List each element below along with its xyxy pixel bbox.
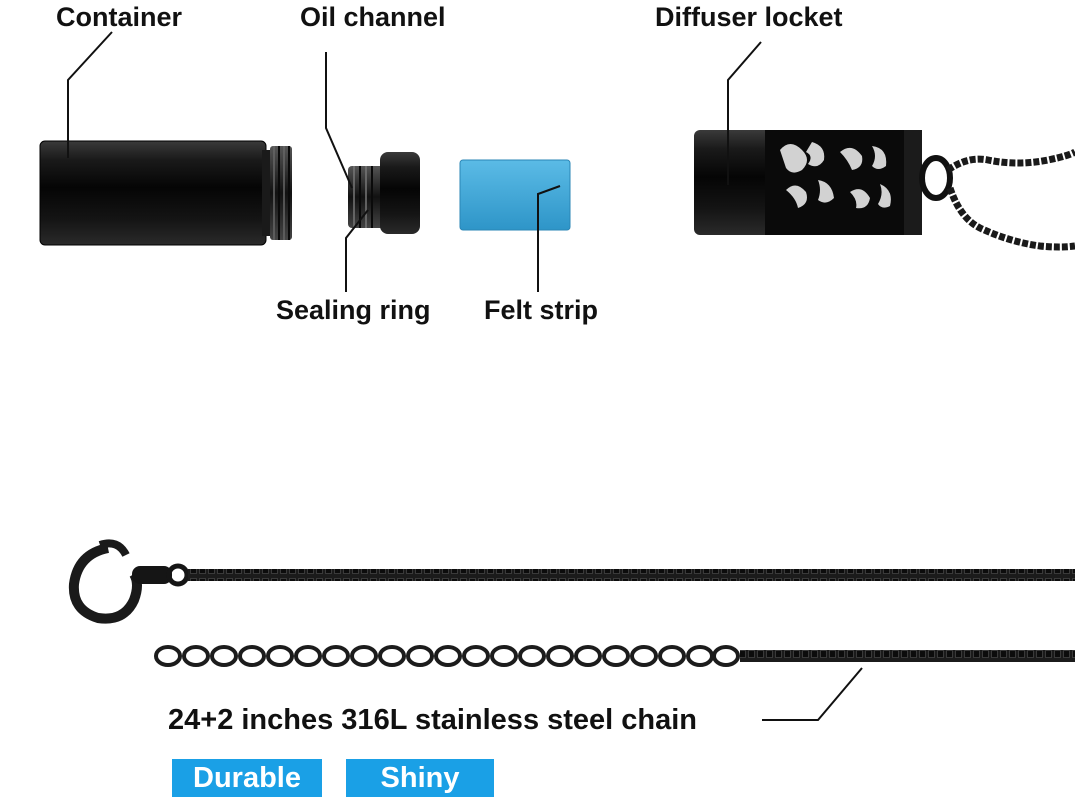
callout-lines: [67, 31, 762, 292]
label-sealing-ring: Sealing ring: [276, 295, 431, 325]
chain-caption: 24+2 inches 316L stainless steel chain: [168, 704, 698, 736]
label-felt-strip: Felt strip: [484, 295, 599, 325]
sealing-ring-part: [348, 152, 420, 234]
felt-strip-part: [459, 159, 571, 231]
badge-shiny: Shiny: [346, 759, 494, 797]
label-oil-channel: Oil channel: [300, 2, 446, 32]
chain-illustration: [68, 539, 1075, 721]
container-thread: [270, 146, 292, 240]
badge-durable: Durable: [172, 759, 322, 797]
container-part: [39, 140, 292, 246]
label-diffuser-locket: Diffuser locket: [655, 2, 843, 32]
label-container: Container: [56, 2, 183, 32]
diffuser-locket-part: [694, 130, 1075, 251]
